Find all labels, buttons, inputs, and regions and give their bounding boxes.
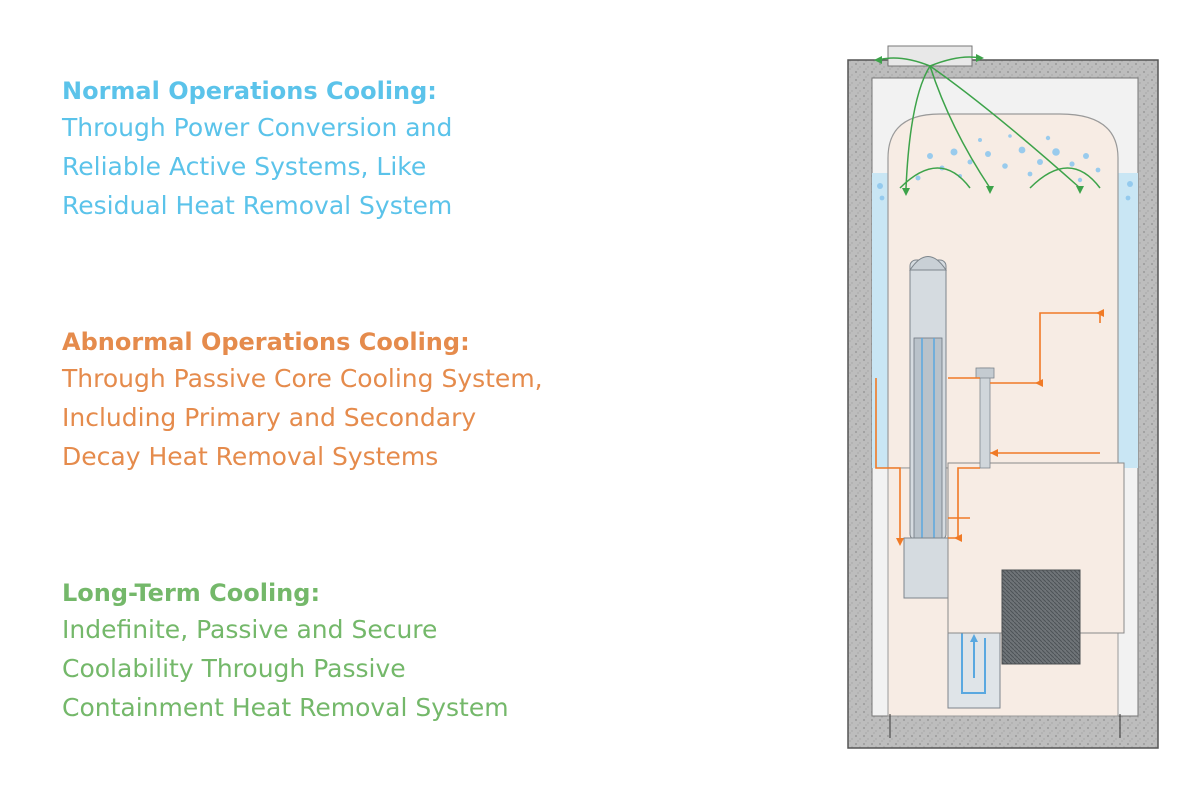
abnormal-operations-section: Abnormal Operations Cooling: Through Pas…	[62, 325, 662, 476]
normal-operations-section: Normal Operations Cooling: Through Power…	[62, 74, 662, 225]
reactor-cooling-diagram	[847, 45, 1159, 749]
long-term-cooling-line-2: Coolability Through Passive	[62, 654, 406, 683]
reactor-module	[903, 256, 953, 599]
abnormal-operations-line-1: Through Passive Core Cooling System,	[62, 364, 543, 393]
steam-bubbles	[877, 134, 1133, 201]
decay-heat-valve-assembly	[975, 367, 995, 469]
roof-hatch	[887, 45, 973, 67]
normal-operations-line-1: Through Power Conversion and	[62, 113, 453, 142]
orange-flow-arrows	[896, 309, 1104, 546]
abnormal-operations-line-3: Decay Heat Removal Systems	[62, 442, 439, 471]
green-air-flow	[877, 56, 1101, 189]
long-term-cooling-heading: Long-Term Cooling:	[62, 579, 321, 607]
long-term-cooling-line-1: Indefinite, Passive and Secure	[62, 615, 438, 644]
normal-operations-heading: Normal Operations Cooling:	[62, 77, 437, 105]
normal-operations-line-3: Residual Heat Removal System	[62, 191, 453, 220]
heat-exchanger-block	[947, 462, 1125, 665]
orange-decay-heat-flow	[875, 312, 1101, 543]
long-term-cooling-line-3: Containment Heat Removal System	[62, 693, 509, 722]
long-term-cooling-section: Long-Term Cooling: Indefinite, Passive a…	[62, 576, 662, 727]
abnormal-operations-heading: Abnormal Operations Cooling:	[62, 328, 470, 356]
abnormal-operations-line-2: Including Primary and Secondary	[62, 403, 477, 432]
normal-operations-line-2: Reliable Active Systems, Like	[62, 152, 427, 181]
floor-anchors	[889, 714, 1121, 738]
green-arrowheads	[874, 54, 1084, 196]
